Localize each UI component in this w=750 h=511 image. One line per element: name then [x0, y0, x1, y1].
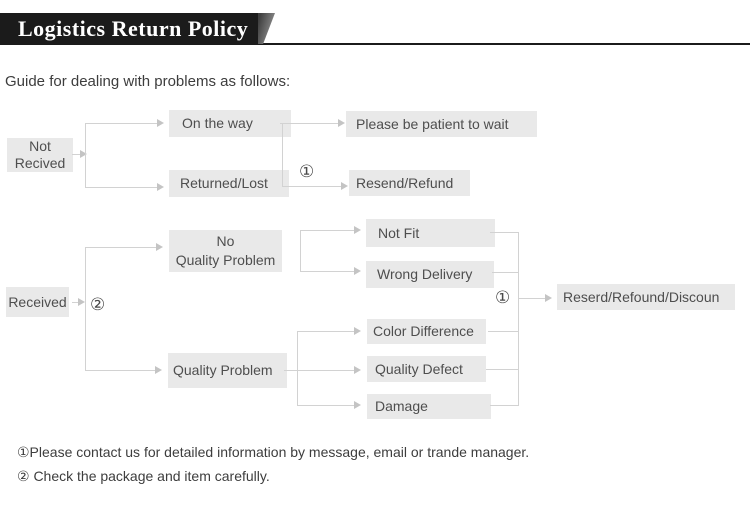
arrow-right-icon	[354, 267, 361, 275]
flow-box-please-wait: Please be patient to wait	[346, 111, 537, 137]
flow-box-not-fit: Not Fit	[366, 219, 495, 247]
connector-line	[300, 230, 301, 272]
connector-line	[492, 272, 518, 273]
title-banner: Logistics Return Policy	[0, 13, 258, 44]
flow-box-wrong-delivery: Wrong Delivery	[366, 261, 494, 288]
connector-line	[85, 247, 86, 371]
flow-box-label: Quality Problem	[175, 252, 276, 268]
arrow-right-icon	[78, 298, 85, 306]
flow-box-label: Recived	[14, 155, 66, 171]
connector-line	[297, 331, 298, 406]
flow-box-label: Not	[29, 138, 51, 154]
connector-line	[85, 247, 156, 248]
banner-fold-decoration	[258, 13, 275, 44]
flow-box-label: No	[216, 233, 235, 249]
connector-line	[518, 298, 545, 299]
connector-line	[297, 331, 354, 332]
flow-box-color-difference: Color Difference	[367, 319, 486, 344]
footnote-2: ② Check the package and item carefully.	[17, 468, 270, 484]
header-divider	[0, 43, 750, 45]
arrow-right-icon	[155, 366, 162, 374]
connector-line	[490, 405, 518, 406]
flow-box-resend-refund: Resend/Refund	[349, 170, 470, 196]
arrow-right-icon	[157, 183, 164, 191]
flow-box-no-quality-problem: No Quality Problem	[169, 230, 282, 272]
connector-line	[297, 405, 354, 406]
flow-box-received: Received	[6, 287, 69, 317]
connector-line	[282, 186, 341, 187]
flow-box-on-the-way: On the way	[169, 110, 291, 137]
connector-line	[488, 331, 518, 332]
connector-line	[518, 232, 519, 406]
arrow-right-icon	[156, 243, 163, 251]
connector-line	[490, 232, 518, 233]
connector-line	[284, 370, 297, 371]
connector-line	[297, 370, 354, 371]
note1-marker: ①	[495, 288, 511, 308]
connector-line	[72, 302, 78, 303]
connector-line	[85, 123, 157, 124]
flow-box-resend-refund-discount: Reserd/Refound/Discoun	[557, 284, 735, 310]
arrow-right-icon	[354, 366, 361, 374]
arrow-right-icon	[338, 119, 345, 127]
connector-line	[486, 369, 518, 370]
arrow-right-icon	[354, 226, 361, 234]
flow-box-returned-lost: Returned/Lost	[169, 170, 289, 197]
arrow-right-icon	[354, 327, 361, 335]
connector-line	[280, 123, 338, 124]
note1-marker: ①	[299, 162, 315, 182]
flow-box-damage: Damage	[367, 394, 491, 419]
connector-line	[85, 370, 155, 371]
arrow-right-icon	[354, 401, 361, 409]
flow-box-not-received: Not Recived	[7, 138, 73, 172]
note2-marker: ②	[90, 295, 106, 315]
arrow-right-icon	[341, 182, 348, 190]
arrow-right-icon	[545, 294, 552, 302]
connector-line	[300, 230, 354, 231]
page-title: Logistics Return Policy	[18, 16, 249, 41]
connector-line	[85, 187, 157, 188]
arrow-right-icon	[80, 150, 87, 158]
flow-box-quality-problem: Quality Problem	[168, 353, 287, 388]
connector-line	[85, 123, 86, 188]
arrow-right-icon	[157, 119, 164, 127]
connector-line	[300, 271, 354, 272]
intro-text: Guide for dealing with problems as follo…	[5, 73, 291, 90]
connector-line	[282, 123, 283, 187]
footnote-1: ①Please contact us for detailed informat…	[17, 444, 530, 460]
flow-box-quality-defect: Quality Defect	[367, 356, 486, 382]
connector-line	[72, 154, 80, 155]
